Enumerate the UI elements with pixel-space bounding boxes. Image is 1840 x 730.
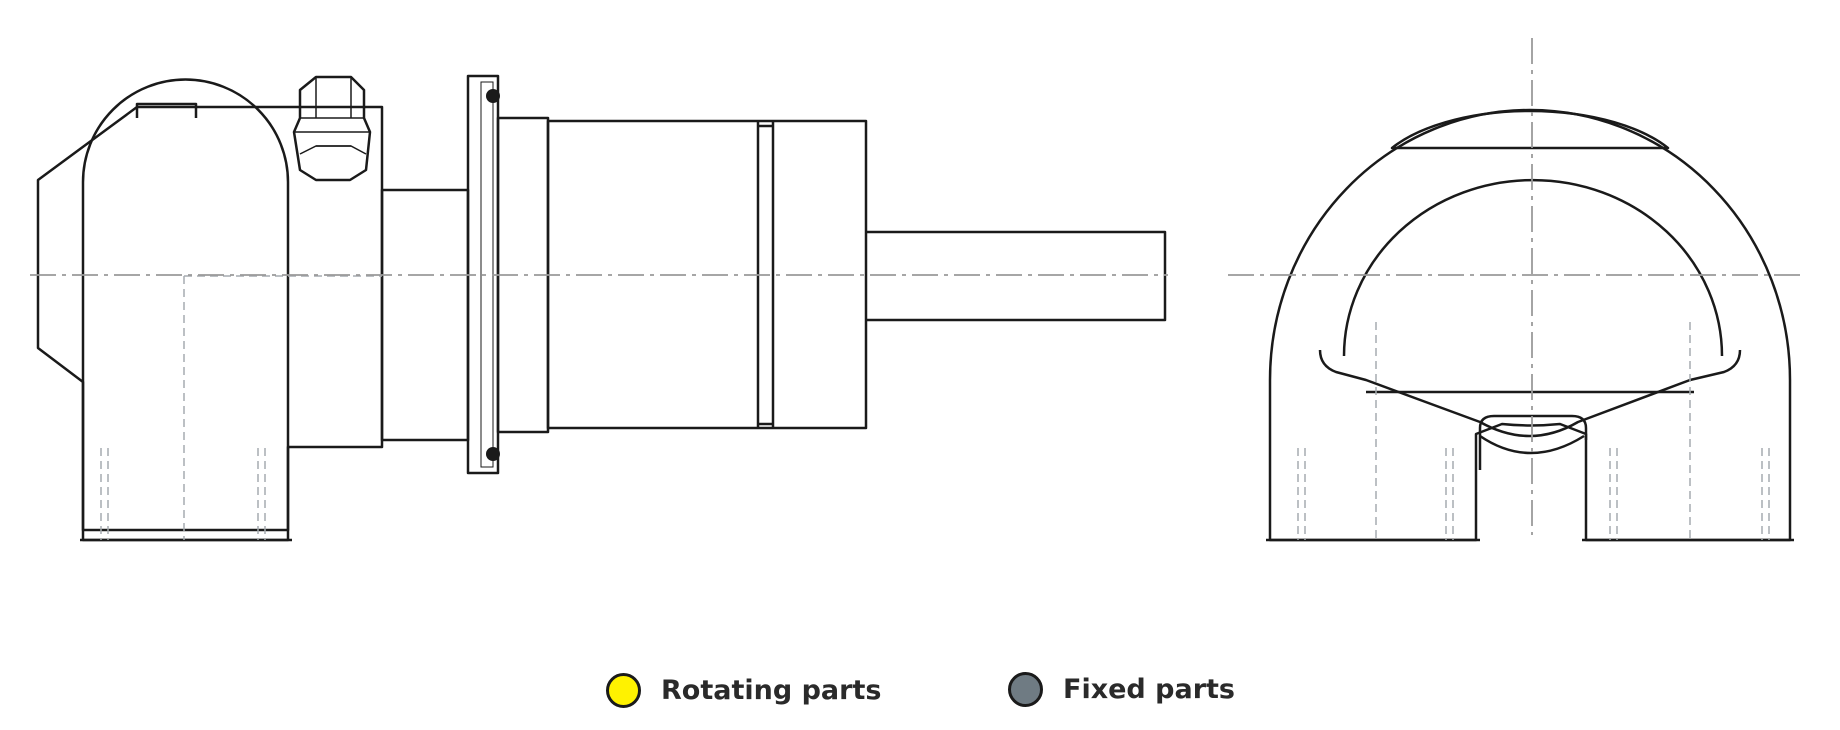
side-neck [380,188,470,442]
side-elbow [81,78,290,542]
end-center-lug-arc [1479,434,1585,455]
rotating-body [546,119,868,430]
flange-bolt-bottom [486,447,500,461]
legend-rotating: Rotating parts [606,673,881,708]
rotating-label: Rotating parts [661,675,882,706]
end-inner-scoop [1318,349,1742,438]
legend-fixed: Fixed parts [1008,672,1235,707]
end-view [1228,38,1800,542]
side-housing-top-step [135,102,198,118]
fixed-swatch-icon [1008,672,1043,707]
side-hidden-lines [100,275,382,540]
side-housing-block [36,105,384,532]
hex-nut [292,75,372,182]
side-view [30,74,1168,542]
rotating-swatch-icon [606,673,641,708]
shaft [866,230,1167,322]
end-inner-arch [1342,178,1724,357]
hub [496,116,550,434]
end-hidden-lines [1297,322,1770,540]
end-center-lug [1478,414,1588,470]
end-fixed-arch [1268,108,1792,542]
hex-nut-chamfer [299,145,367,155]
flange [466,74,500,475]
flange-bolt-top [486,89,500,103]
hex-nut-face-3 [315,77,352,147]
fixed-label: Fixed parts [1063,674,1235,705]
